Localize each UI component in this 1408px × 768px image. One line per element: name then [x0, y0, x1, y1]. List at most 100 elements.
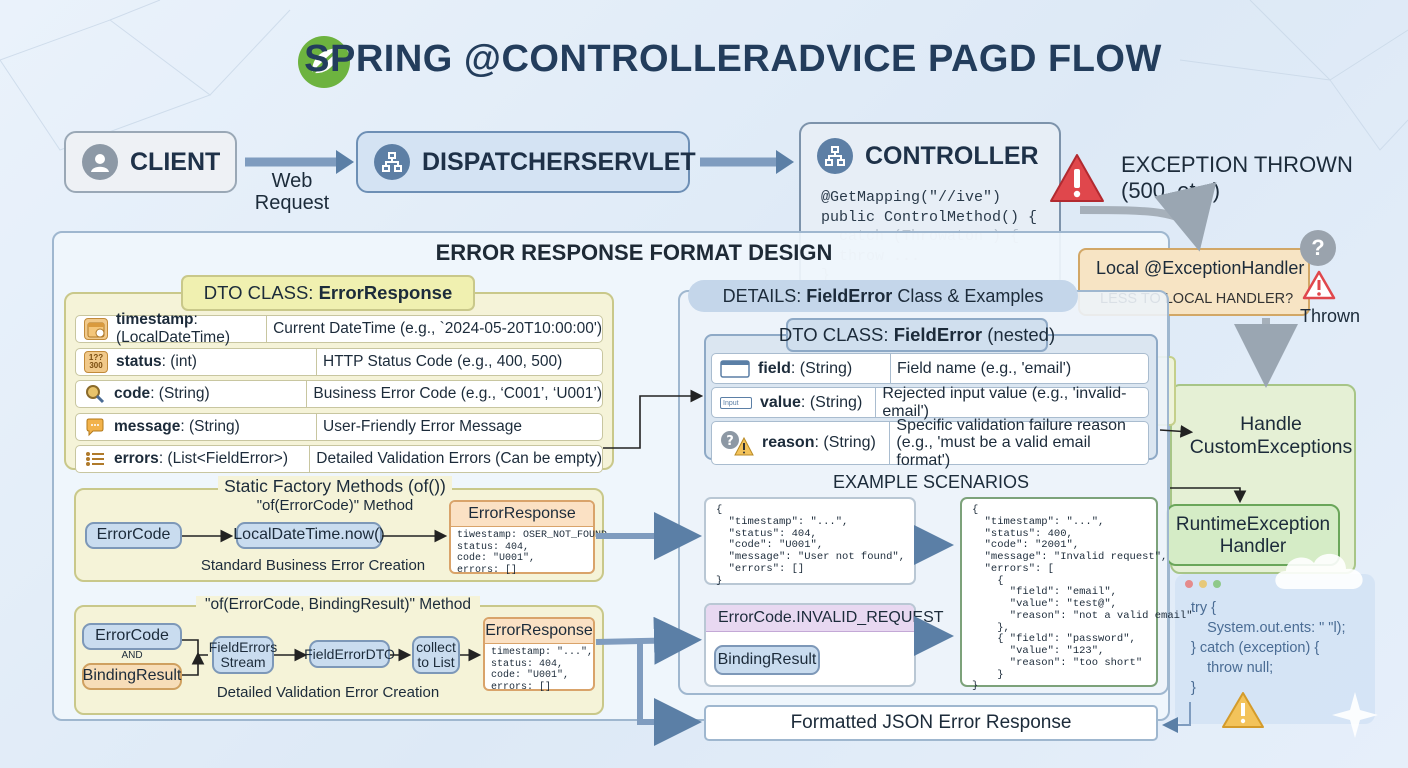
- error-response-result-title: ErrorResponse: [451, 502, 593, 527]
- controller-label: CONTROLLER: [865, 142, 1039, 171]
- factory-method-2: "of(ErrorCode, BindingResult)" Method: [196, 596, 480, 614]
- binding-result-node: BindingResult: [82, 663, 182, 690]
- field-description: User-Friendly Error Message: [317, 418, 522, 436]
- error-response-result-1: ErrorResponse tiwestamp: OSER_NOT_FOUND,…: [449, 500, 595, 574]
- error-code-node: ErrorCode: [85, 522, 182, 549]
- field-type: : (String): [180, 418, 239, 435]
- details-prefix: DETAILS:: [723, 286, 807, 307]
- binding-result-node-2: BindingResult: [714, 645, 820, 675]
- dispatcher-label: DISPATCHERSERVLET: [422, 148, 696, 177]
- error-response-fields: timestamp: (LocalDateTime)Current DateTi…: [75, 315, 603, 478]
- list-icon: [84, 449, 106, 469]
- details-suffix: Class & Examples: [892, 286, 1043, 307]
- example-not-found-code: { "timestamp": "...", "status": 404, "co…: [716, 505, 904, 587]
- field-name: value: [760, 394, 801, 411]
- field-description: Detailed Validation Errors (Can be empty…: [310, 450, 602, 468]
- field-description: Field name (e.g., 'email'): [891, 360, 1071, 378]
- field-name: field: [758, 360, 791, 377]
- field-name: status: [116, 353, 162, 370]
- field-type: : (int): [162, 353, 197, 370]
- fe-dto-name: FieldError: [894, 324, 982, 346]
- question-icon: ?: [1300, 230, 1336, 266]
- field-error-row-reason: ?reason: (String)Specific validation fai…: [711, 421, 1149, 465]
- field-row-timestamp: timestamp: (LocalDateTime)Current DateTi…: [75, 315, 603, 343]
- field-errors-stream-node: FieldErrors Stream: [212, 636, 274, 674]
- field-error-dto-node: FieldErrorDTO: [309, 640, 390, 668]
- details-header: DETAILS: FieldError Class & Examples: [688, 280, 1078, 312]
- field-description: Specific validation failure reason (e.g.…: [890, 417, 1148, 470]
- status-code-icon: 1??300: [84, 351, 108, 373]
- invalid-request-label: ErrorCode.INVALID_REQUEST: [706, 605, 914, 632]
- field-description: HTTP Status Code (e.g., 400, 500): [317, 353, 562, 371]
- magnifier-icon: [84, 384, 106, 404]
- fe-dto-prefix: DTO CLASS:: [779, 324, 894, 346]
- hierarchy-icon: [817, 138, 853, 174]
- handle-custom-exceptions-label: Handle CustomExceptions: [1186, 413, 1356, 460]
- field-type: : (String): [150, 385, 209, 402]
- field-error-row-field: field: (String) Field name (e.g., 'email'…: [711, 353, 1149, 384]
- warning-icon: [1048, 152, 1106, 204]
- example-scenarios-title: EXAMPLE SCENARIOS: [704, 472, 1158, 493]
- try-catch-code: try { System.out.ents: " "l);} catch (ex…: [1175, 594, 1375, 698]
- exception-thrown-label: EXCEPTION THROWN: [1121, 152, 1353, 178]
- field-type: : (String): [791, 360, 852, 377]
- field-description: Rejected input value (e.g., 'invalid-ema…: [876, 385, 1148, 420]
- web-request-label: Web Request: [252, 170, 332, 214]
- field-error-row-value: Input value: (String) Rejected input value…: [711, 387, 1149, 418]
- svg-text:?: ?: [726, 434, 734, 449]
- arrow-dispatcher-to-controller: [700, 150, 794, 174]
- field-row-code: code: (String) Business Error Code (e.g.,…: [75, 380, 603, 408]
- question-warning-icon: ?: [720, 430, 754, 456]
- error-response-result-code: timestamp: "...", status: 404, code: "U0…: [491, 647, 587, 693]
- caption-standard-creation: Standard Business Error Creation: [200, 557, 426, 574]
- text-field-icon: [720, 359, 750, 379]
- controller-code-line: public ControlMethod() {: [821, 208, 1059, 228]
- try-code-line: throw null;: [1191, 658, 1375, 678]
- example-invalid-request-code: { "timestamp": "...", "status": 400, "co…: [972, 505, 1146, 693]
- speech-bubble-icon: [84, 417, 106, 437]
- field-name: timestamp: [116, 311, 194, 328]
- local-handler-title: Local @ExceptionHandler: [1080, 250, 1308, 279]
- dto-name: ErrorResponse: [319, 282, 453, 304]
- user-icon: [82, 144, 118, 180]
- details-bold: FieldError: [806, 286, 892, 307]
- factory-title: Static Factory Methods (of()): [218, 476, 452, 497]
- field-name: code: [114, 385, 150, 402]
- field-description: Business Error Code (e.g., ‘C001’, ‘U001…: [307, 385, 602, 403]
- field-type: : (String): [814, 434, 875, 451]
- field-name: message: [114, 418, 180, 435]
- formatted-json-response: Formatted JSON Error Response: [704, 705, 1158, 741]
- input-icon: Input: [720, 397, 752, 409]
- page-title: SPRING @CONTROLLERADVICE PAGD FLOW: [0, 38, 1408, 81]
- try-code-line: } catch (exception) {: [1191, 638, 1375, 658]
- client-label: CLIENT: [130, 148, 220, 177]
- error-response-result-title: ErrorResponse: [485, 619, 593, 644]
- field-name: reason: [762, 434, 814, 451]
- field-type: : (String): [801, 394, 862, 411]
- caption-detailed-creation: Detailed Validation Error Creation: [196, 684, 460, 701]
- field-description: Current DateTime (e.g., `2024-05-20T10:0…: [267, 320, 602, 338]
- error-response-result-2: ErrorResponse timestamp: "...", status: …: [483, 617, 595, 691]
- field-row-errors: errors: (List<FieldError>)Detailed Valid…: [75, 445, 603, 473]
- collect-to-list-node: collect to List: [412, 636, 460, 674]
- try-code-line: System.out.ents: " "l);: [1191, 618, 1375, 638]
- cloud-icon: [1270, 545, 1370, 591]
- error-response-dto-header: DTO CLASS: ErrorResponse: [181, 275, 475, 311]
- error-response-result-code: tiwestamp: OSER_NOT_FOUND, status: 404, …: [457, 530, 587, 576]
- warning-small-icon: [1302, 270, 1336, 300]
- example-not-found-json: { "timestamp": "...", "status": 404, "co…: [704, 497, 916, 585]
- fe-dto-suffix: (nested): [982, 324, 1055, 346]
- calendar-icon: [84, 318, 108, 340]
- invalid-request-box: ErrorCode.INVALID_REQUEST BindingResult: [704, 603, 916, 687]
- factory-method-1: "of(ErrorCode)" Method: [218, 497, 452, 514]
- field-row-message: message: (String) User-Friendly Error Mes…: [75, 413, 603, 441]
- controller-code-line: @GetMapping("//ive"): [821, 188, 1059, 208]
- field-error-fields: field: (String)Field name (e.g., 'email'…: [711, 353, 1149, 468]
- dto-prefix: DTO CLASS:: [204, 282, 319, 304]
- error-code-node-2: ErrorCode: [82, 623, 182, 650]
- try-code-line: try {: [1191, 598, 1375, 618]
- and-label: AND: [82, 650, 182, 661]
- hierarchy-icon: [374, 144, 410, 180]
- exception-status-label: (500, etc.): [1121, 178, 1220, 204]
- field-row-status: 1??300 status: (int) HTTP Status Code (e.g…: [75, 348, 603, 376]
